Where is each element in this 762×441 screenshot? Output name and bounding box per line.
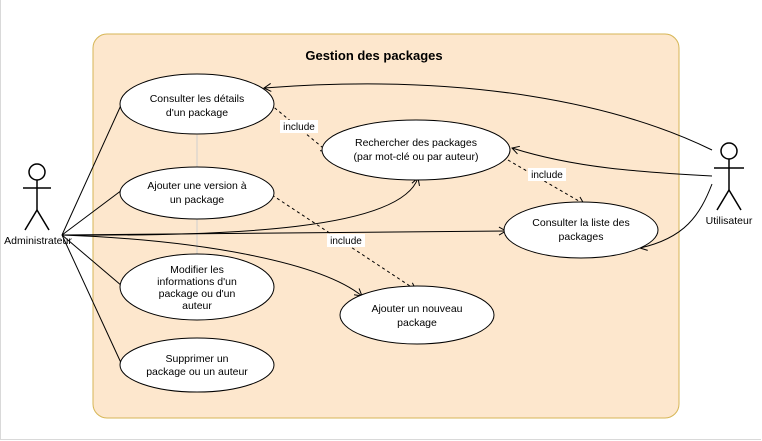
svg-text:Consulter la liste des: Consulter la liste des — [532, 217, 629, 229]
use-case-ajouter-version[interactable]: Ajouter une version à un package — [119, 166, 275, 220]
svg-text:(par mot-clé ou par auteur): (par mot-clé ou par auteur) — [354, 151, 479, 163]
actor-administrateur-label: Administrateur — [4, 235, 72, 247]
system-boundary — [92, 33, 680, 419]
svg-text:Supprimer un: Supprimer un — [165, 353, 228, 365]
include-label-1: include — [283, 122, 315, 133]
use-case-rechercher[interactable]: Rechercher des packages (par mot-clé ou … — [321, 119, 511, 181]
actor-utilisateur[interactable]: Utilisateur — [706, 142, 753, 227]
include-label-2: include — [330, 236, 362, 247]
use-case-modifier-infos[interactable]: Modifier les informations d'un package o… — [119, 253, 275, 321]
include-label-3: include — [531, 170, 563, 181]
svg-text:Ajouter une version à: Ajouter une version à — [147, 180, 246, 192]
assoc-admin-modifier — [61, 234, 123, 287]
use-case-ajouter-nouveau[interactable]: Ajouter un nouveau package — [339, 285, 495, 345]
svg-text:package ou un auteur: package ou un auteur — [146, 366, 248, 378]
stick-figure-icon — [23, 163, 51, 231]
assoc-admin-consulter-liste — [61, 226, 508, 236]
svg-text:packages: packages — [559, 231, 604, 243]
svg-text:auteur: auteur — [182, 300, 212, 312]
assoc-admin-ajouter-nouveau — [61, 234, 363, 297]
use-case-supprimer[interactable]: Supprimer un package ou un auteur — [119, 337, 275, 393]
assoc-admin-supprimer — [61, 234, 123, 366]
svg-text:informations d'un: informations d'un — [157, 276, 237, 288]
assoc-admin-rechercher — [61, 177, 420, 236]
assoc-user-consulter-liste — [639, 183, 713, 251]
assoc-user-rechercher — [511, 145, 713, 177]
include-rechercher-liste — [507, 159, 585, 205]
actor-administrateur[interactable]: Administrateur — [4, 163, 72, 247]
use-case-consulter-liste[interactable]: Consulter la liste des packages — [503, 201, 659, 259]
assoc-user-consulter-details — [262, 83, 713, 151]
svg-text:Rechercher des packages: Rechercher des packages — [355, 137, 477, 149]
assoc-admin-consulter-details — [61, 102, 123, 236]
system-title: Gestion des packages — [305, 48, 442, 63]
use-case-consulter-details[interactable]: Consulter les détails d'un package — [119, 73, 275, 135]
svg-text:un package: un package — [170, 194, 224, 206]
svg-text:package ou d'un: package ou d'un — [159, 288, 236, 300]
svg-text:d'un package: d'un package — [166, 107, 228, 119]
svg-text:package: package — [397, 317, 437, 329]
actor-utilisateur-label: Utilisateur — [706, 215, 753, 227]
svg-text:Modifier les: Modifier les — [170, 264, 224, 276]
svg-text:Consulter les détails: Consulter les détails — [150, 93, 245, 105]
stick-figure-icon — [714, 142, 744, 211]
svg-text:Ajouter un nouveau: Ajouter un nouveau — [371, 303, 462, 315]
assoc-admin-ajouter-version — [61, 189, 123, 236]
